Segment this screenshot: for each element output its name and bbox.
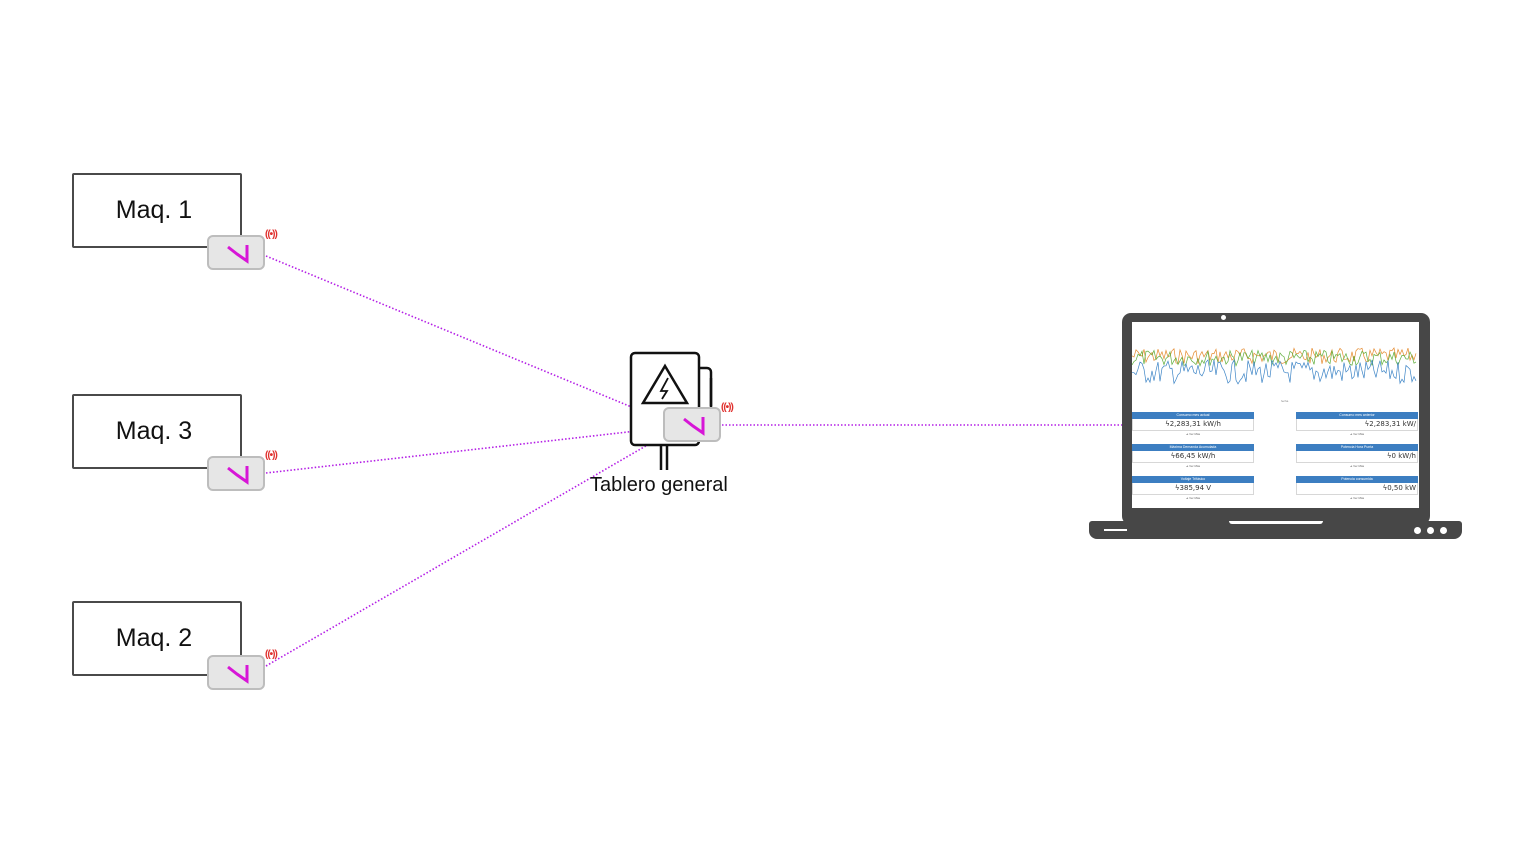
lightning-icon: ϟ <box>1382 484 1388 492</box>
laptop-notch <box>1229 521 1323 524</box>
chart-axis-label: fecha <box>1281 399 1289 403</box>
card-value: ϟ2,283,31 kW/ <box>1296 419 1418 431</box>
link-maq2-panel <box>265 435 664 667</box>
indicator-light <box>1427 527 1434 534</box>
card-title: Voltaje Trifásico <box>1132 476 1254 483</box>
dashboard-card: Potencia consumida ϟ0,50 kW ➔ Ver Más <box>1296 476 1418 502</box>
card-title: Potencia Hora Punta <box>1296 444 1418 451</box>
card-value: ϟ0,50 kW <box>1296 483 1418 495</box>
indicator-light <box>1440 527 1447 534</box>
laptop-slot <box>1104 529 1127 531</box>
dashboard-card: Máxima Demanda Acumulada ϟ66,45 kW/h ➔ V… <box>1132 444 1254 470</box>
lightning-icon: ϟ <box>1165 420 1170 428</box>
dashboard-card: Consumo mes anterior ϟ2,283,31 kW/ ➔ Ver… <box>1296 412 1418 438</box>
sensor-icon <box>683 417 705 436</box>
broadcast-icon: ((•)) <box>265 450 278 461</box>
link-maq3-panel <box>265 427 664 474</box>
dashboard-card: Potencia Hora Punta ϟ0 kW/h ➔ Ver Más <box>1296 444 1418 470</box>
card-title: Máxima Demanda Acumulada <box>1132 444 1254 451</box>
lightning-icon: ϟ <box>1364 420 1370 428</box>
camera-icon <box>1221 315 1226 320</box>
see-more-link[interactable]: ➔ Ver Más <box>1185 432 1201 436</box>
lightning-icon: ϟ <box>1170 452 1176 460</box>
sensor-icon <box>227 466 249 485</box>
broadcast-icon: ((•)) <box>265 229 278 240</box>
laptop-screen: fecha Consumo mes actual ϟ2,283,31 kW/h … <box>1132 322 1419 508</box>
dashboard-chart <box>1132 347 1417 385</box>
panel-label: Tablero general <box>590 474 728 496</box>
indicator-light <box>1414 527 1421 534</box>
sensor-icon <box>227 665 249 684</box>
chart-series-line <box>1132 358 1417 385</box>
machine-label: Maq. 1 <box>115 196 193 224</box>
see-more-link[interactable]: ➔ Ver Más <box>1349 432 1365 436</box>
see-more-link[interactable]: ➔ Ver Más <box>1349 464 1365 468</box>
laptop-base <box>1089 521 1462 539</box>
sensor-icon <box>227 245 249 264</box>
dashboard-card: Consumo mes actual ϟ2,283,31 kW/h ➔ Ver … <box>1132 412 1254 438</box>
chart-series-line <box>1132 348 1417 367</box>
broadcast-icon: ((•)) <box>265 649 278 660</box>
card-title: Potencia consumida <box>1296 476 1418 483</box>
see-more-link[interactable]: ➔ Ver Más <box>1349 496 1365 500</box>
card-value: ϟ385,94 V <box>1132 483 1254 495</box>
broadcast-icon: ((•)) <box>721 402 734 413</box>
card-value: ϟ0 kW/h <box>1296 451 1418 463</box>
card-value: ϟ2,283,31 kW/h <box>1132 419 1254 431</box>
lightning-icon: ϟ <box>1386 452 1392 460</box>
see-more-link[interactable]: ➔ Ver Más <box>1185 464 1201 468</box>
card-title: Consumo mes anterior <box>1296 412 1418 419</box>
card-title: Consumo mes actual <box>1132 412 1254 419</box>
machine-label: Maq. 2 <box>115 624 193 652</box>
lightning-icon: ϟ <box>1174 484 1180 492</box>
sensor-maq-2 <box>207 655 265 690</box>
chart-series-line <box>1132 347 1417 365</box>
card-value: ϟ66,45 kW/h <box>1132 451 1254 463</box>
sensor-maq-1 <box>207 235 265 270</box>
dashboard-card: Voltaje Trifásico ϟ385,94 V ➔ Ver Más <box>1132 476 1254 502</box>
sensor-maq-3 <box>207 456 265 491</box>
machine-label: Maq. 3 <box>115 417 193 445</box>
link-maq1-panel <box>265 255 664 421</box>
see-more-link[interactable]: ➔ Ver Más <box>1185 496 1201 500</box>
sensor-panel <box>663 407 721 442</box>
